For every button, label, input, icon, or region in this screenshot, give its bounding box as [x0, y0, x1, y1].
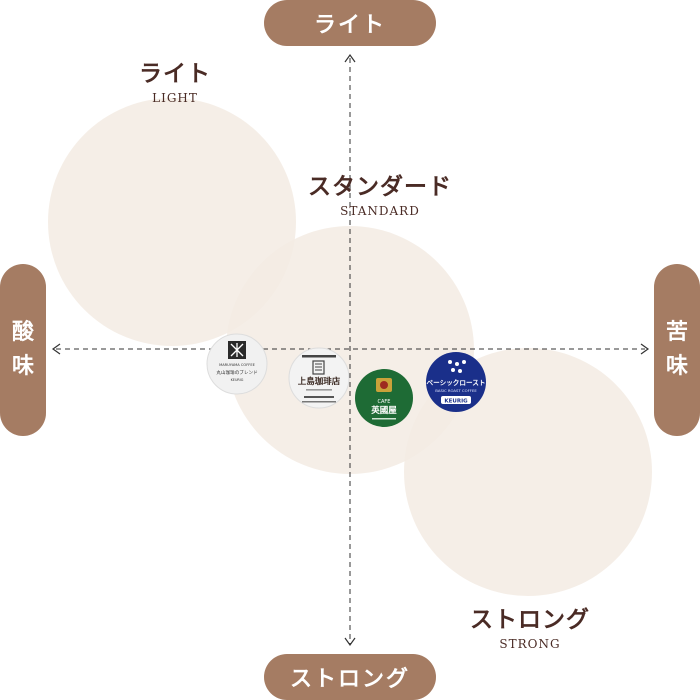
axis-bottom-strong-pill: ストロング [264, 654, 436, 700]
zone-standard-title: スタンダード [308, 174, 452, 200]
basic-title: ベーシックロースト [427, 378, 486, 387]
zone-light-title: ライト [139, 61, 211, 87]
axis-left-char-2: 味 [11, 354, 34, 379]
product-maruyama[interactable]: MARUYAMA COFFEE 丸山珈琲のブレンド KEURIG [206, 333, 268, 395]
axis-top-label: ライト [313, 13, 386, 38]
axis-right-char-1: 苦 [665, 320, 688, 345]
maruyama-logo-text: MARUYAMA COFFEE [219, 363, 256, 367]
zone-standard-subtitle: STANDARD [340, 204, 420, 218]
product-eikokuya[interactable]: CAFE 英國屋 [355, 369, 413, 427]
maruyama-subtitle: 丸山珈琲のブレンド [216, 369, 257, 376]
coffee-bean-icon [448, 360, 452, 364]
product-ueshima[interactable]: 上島珈琲店 [288, 347, 350, 409]
basic-subtitle: BASIC ROAST COFFEE [435, 388, 477, 393]
axis-right-char-2: 味 [665, 354, 688, 379]
axis-top-light-pill: ライト [264, 0, 436, 46]
arrow-left-icon [51, 343, 61, 355]
arrow-right-icon [640, 343, 650, 355]
basic-brand: KEURIG [444, 399, 468, 405]
zone-strong-title: ストロング [470, 607, 590, 633]
product-basic-roast[interactable]: ベーシックロースト BASIC ROAST COFFEE KEURIG [426, 352, 486, 412]
ueshima-logo-text: 上島珈琲店 [298, 376, 341, 387]
zone-light-circle [48, 98, 296, 346]
axis-left-acidity-pill: 酸 味 [0, 264, 46, 436]
zone-strong-subtitle: STRONG [499, 637, 561, 651]
maruyama-brand: KEURIG [231, 378, 244, 382]
zone-standard-label: スタンダード STANDARD [290, 167, 470, 218]
arrow-down-icon [344, 637, 356, 647]
zone-light-label: ライト LIGHT [110, 54, 240, 105]
zone-light-subtitle: LIGHT [152, 91, 198, 105]
axis-right-bitterness-pill: 苦 味 [654, 264, 700, 436]
axis-left-char-1: 酸 [11, 320, 34, 345]
arrow-up-icon [344, 53, 356, 63]
eikokuya-name: 英國屋 [370, 405, 397, 416]
zone-strong-label: ストロング STRONG [445, 600, 615, 651]
eikokuya-cafe: CAFE [378, 399, 391, 405]
axis-bottom-label: ストロング [289, 667, 410, 692]
ueshima-logo-icon [312, 360, 325, 375]
